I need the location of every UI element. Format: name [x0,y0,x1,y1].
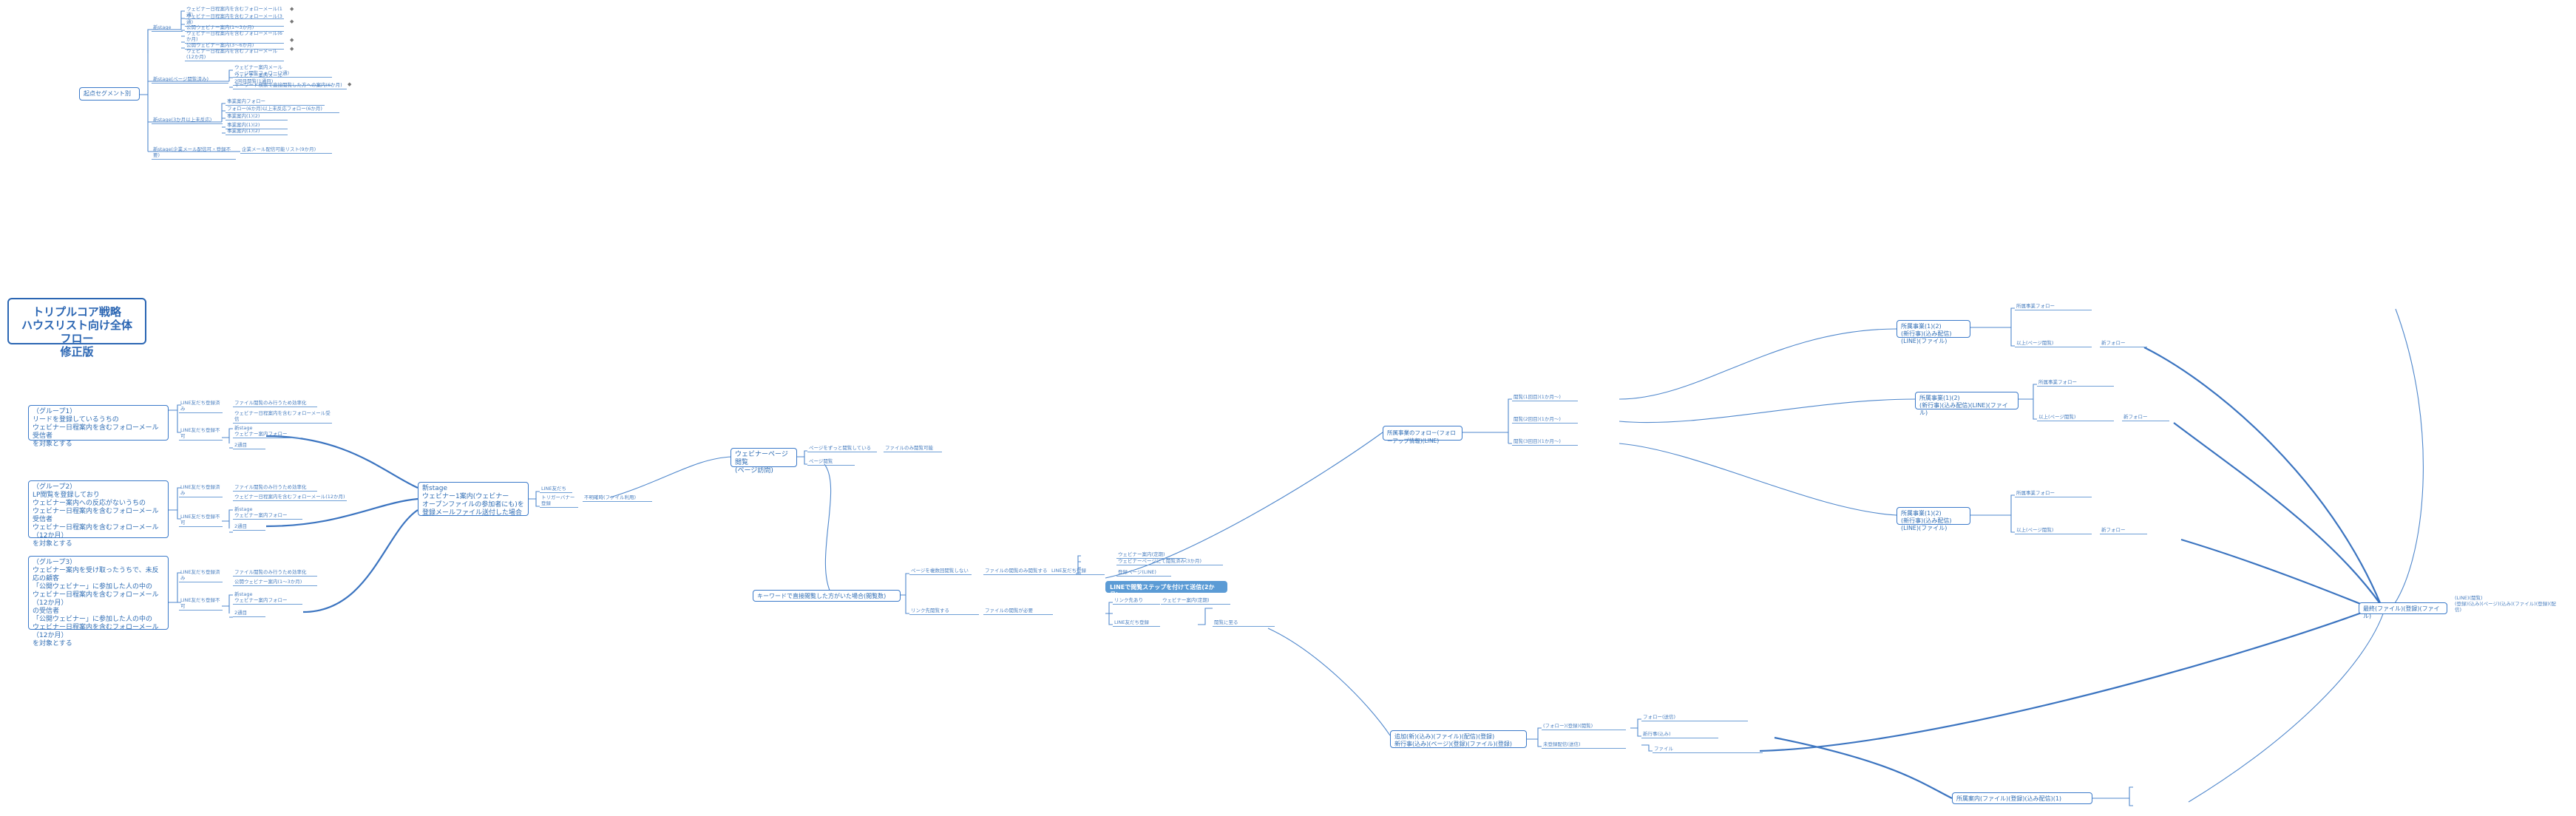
edge-label: (フォロー)(登録)(閲覧) [1542,723,1626,730]
edge-label: ウェビナー日程案内を含むフォローメール(12か月) [233,494,347,501]
upper-hub-node: 所属事業のフォロー(フォローアップ情報)(LINE) [1383,426,1462,444]
legend-mark: ◆ [290,6,294,12]
edge-label: 新stage ウェビナー案内フォロー [233,591,302,605]
edge-label: LINE友だち登録 [1050,568,1105,575]
edge-label: 以上(ページ閲覧) [2015,527,2092,534]
legend-item: ウェビナー日程案内を含むフォローメール(1通) [185,6,284,19]
edge-label: LINE友だち登録済み [179,400,223,413]
edge-label: 2通目 [233,523,265,531]
legend-item: ウェビナー案内メール ページ閲覧フォロー(2通) [233,64,332,78]
edge-label: 所属事業フォロー [2037,379,2114,387]
edge-label: 公開ウェビナー案内(1〜3か月) [233,579,317,586]
edge-label: ウェビナー日程案内を含むフォローメール受信 [233,410,332,424]
edge-label: 未登録配信(送信) [1542,741,1626,749]
edge-label: 閲覧に至る [1213,619,1275,627]
edge-label: 以上(ページ閲覧) [2015,340,2092,347]
legend-item: 企業メール配信可能リスト(9か月) [240,146,332,154]
legend-root-node: 起点セグメント別 [79,87,140,101]
diagram-title: トリプルコア戦略 ハウスリスト向け全体フロー 修正版 [7,298,146,358]
case-node-1: 所属事業(1)(2) (新行事)(込み配信)(LINE)(ファイル) [1897,320,1970,344]
line-step-node: LINEで閲覧ステップを付けて送信(2か月) [1105,581,1227,598]
edge-label: ファイルの閲覧が必要 [983,608,1053,615]
keyword-node: キーワードで直接閲覧した方がいた場合(閲覧数) [753,590,901,602]
edge-label: LINE友だち登録済み [179,484,223,497]
legend-item: キーワード検索で直接閲覧した方への案内(6か月) [233,82,347,89]
legend-branch-4: 新stage(企業メール配信可・登録不要) [152,146,236,160]
merge-node: 新stage ウェビナー1案内(ウェビナー オープンファイルの参加者にも)を 登… [418,482,529,517]
legend-item: 事業案内(1)(2) [226,113,288,120]
edge-label: 閲覧(3回目)(1か月〜) [1512,438,1578,446]
edge-label: LINE友だち登録 [1113,619,1160,627]
edge-label: ウェビナー案内(定期) [1116,551,1186,559]
edge-label: 2通目 [233,442,265,449]
case-node-3: 所属事業(1)(2) (新行事)(込み配信)(LINE)(ファイル) [1897,507,1970,531]
edge-label: LINE友だち登録不可 [179,514,223,527]
edge-label: 所属事業フォロー [2015,303,2092,310]
edge-label: 新フォロー [2100,340,2147,347]
legend-item: 公開ウェビナー案内(1〜3か月) [185,24,284,32]
legend-item: フォロー(6か月)以上未反応フォロー(6か月) [226,106,339,113]
edge-label: ページ閲覧 [807,458,855,466]
edge-label: 登録ページ(LINE) [1116,569,1171,577]
edge-label: LINE友だち登録不可 [179,427,223,441]
edge-label: LINE友だち [540,486,572,493]
edge-label: LINE友だち登録済み [179,569,223,582]
legend-item: ウェビナー日程案内を含むフォローメール(3通) [185,13,284,27]
edge-label: ファイル閲覧のみ行うため効率化 [233,484,317,492]
lower-node: 追加(新)(込み)(ファイル)(配信)(登録) 新行事(込み)(ページ)(登録)… [1390,730,1527,748]
final-label: (LINE)(閲覧) (登録)(込み)(ページ)(込み)(ファイル)(登録)(配… [2455,595,2556,613]
edge-label: 2通目 [233,610,265,617]
legend-item: 事業案内フォロー [226,98,325,106]
edge-label: LINE友だち登録不可 [179,597,223,611]
legend-item: 事業案内(1)(2) [226,128,288,135]
case-node-2: 所属事業(1)(2) (新行事)(込み配信)(LINE)(ファイル) [1915,392,2019,416]
edge-label: ファイル閲覧のみ行うため効率化 [233,400,317,407]
legend-item: 事業案内(1)(2) [226,122,288,129]
edge-label: ファイルの閲覧のみ閲覧する [983,568,1053,575]
edge-label: ファイルのみ閲覧可能 [884,445,942,452]
legend-branch-2: 新stage(ページ閲覧済み) [152,76,228,84]
segment-group-3: （グループ3） ウェビナー案内を受け取ったうちで、未反応の顧客 「公開ウェビナー… [28,556,169,647]
edge-label: フォロー(送信) [1641,714,1748,721]
edge-label: 所属事業フォロー [2015,490,2092,497]
legend-mark: ◆ [290,37,294,43]
edge-label: ウェビナーページにて閲覧済み(3か月) [1116,558,1223,565]
legend-branch-3: 新stage(3か月以上未反応) [152,117,223,124]
legend-mark: ◆ [290,18,294,24]
legend-item: ウェビナー日程案内を含むフォローメール(6か月) [185,30,284,44]
edge-label: 新stage ウェビナー案内フォロー [233,506,302,520]
edge-label: ファイル閲覧のみ行うため効率化 [233,569,317,577]
edge-label: リンク先あり [1113,597,1160,605]
segment-group-2: （グループ2） LP閲覧を登録しており ウェビナー案内への反応がないうちの ウェ… [28,480,169,548]
bottom-node: 所属案内(ファイル)(登録)(込み配信)(1) [1952,792,2092,804]
segment-group-1: （グループ1） リードを登録しているうちの ウェビナー日程案内を含むフォローメー… [28,405,169,448]
edge-label: ページを複数回閲覧しない [909,568,972,575]
legend-item: 公開ウェビナー案内(3〜6か月) [185,42,284,50]
final-node: 最終(ファイル)(登録)(ファイル) [2359,602,2447,619]
legend-mark: ◆ [290,46,294,52]
edge-label: 閲覧(2回目)(1か月〜) [1512,416,1578,424]
edge-label: ページをずっと閲覧している [807,445,877,452]
edge-label: 新行事(込み) [1641,731,1718,738]
edge-label: ウェビナー案内(定期) [1161,597,1230,605]
edge-label: 以上(ページ閲覧) [2037,414,2114,421]
edge-label: リンク先閲覧する [909,608,979,615]
edge-label: 新stage ウェビナー案内フォロー [233,425,302,438]
legend-branch-1: 新stage [152,24,183,32]
edge-label: 新フォロー [2122,414,2169,421]
legend-item: ウェビナー案内メール 2回目閲覧(1通目) [233,72,332,86]
legend-mark: ◆ [348,81,352,87]
webinar-view-node: ウェビナーページ閲覧 (ページ訪問) [731,448,797,475]
edge-label: 新フォロー [2100,527,2147,534]
legend-item: ウェビナー日程案内を含むフォローメール(12か月) [185,48,284,61]
edge-label: 閲覧(1回目)(1か月〜) [1512,394,1578,401]
edge-label: ファイル [1653,746,1763,753]
edge-label: 不明確時(ファイル利用) [583,494,652,502]
edge-label: トリガーバナー登録 [540,494,578,508]
